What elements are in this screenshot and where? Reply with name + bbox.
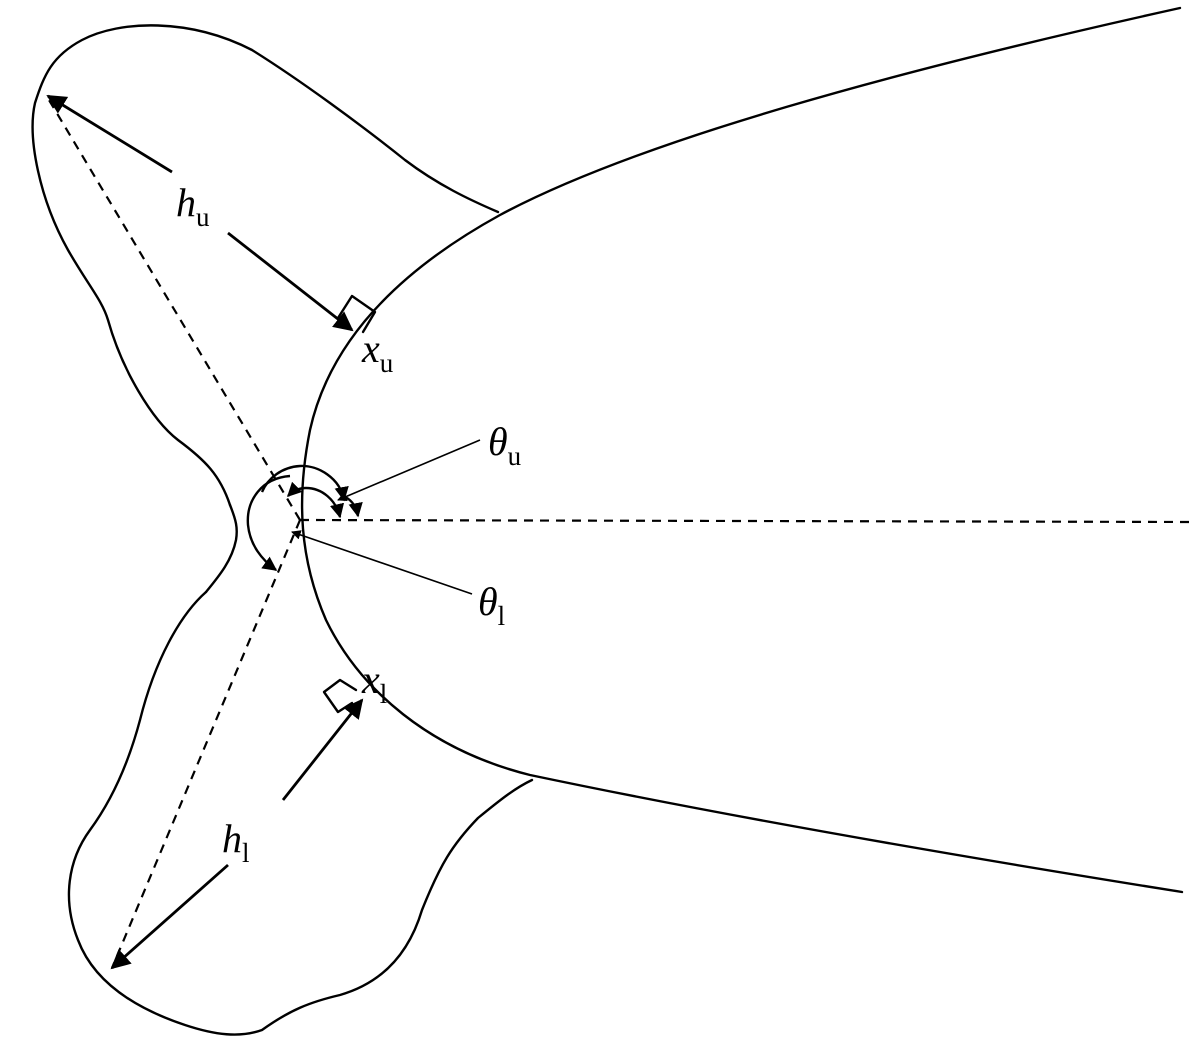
label-x-upper: xu <box>361 326 394 378</box>
upper-right-angle <box>336 294 377 334</box>
lower-span-line <box>110 519 302 969</box>
label-theta-upper: θu <box>488 419 522 471</box>
label-h-upper: hu <box>176 180 210 232</box>
label-h-lower: hl <box>222 816 250 868</box>
lower-height-arrow-b <box>110 863 229 970</box>
theta-upper-leader <box>337 439 481 502</box>
body-axis <box>299 518 1191 524</box>
upper-fin-outline <box>31 24 500 507</box>
label-theta-lower: θl <box>478 579 505 631</box>
label-x-lower: xl <box>361 657 387 709</box>
upper-height-arrow-a <box>46 94 173 174</box>
theta-upper-arc-inner <box>286 481 345 519</box>
theta-lower-leader <box>291 530 473 595</box>
fin-notch <box>204 503 238 594</box>
lower-fin-outline <box>67 590 534 1036</box>
theta-lower-arc <box>246 474 291 571</box>
upper-height-arrow-b <box>227 231 354 332</box>
lower-right-angle <box>322 678 358 714</box>
upper-span-line <box>45 94 301 521</box>
lower-height-arrow-a <box>281 698 364 801</box>
body-outline <box>300 6 1184 894</box>
